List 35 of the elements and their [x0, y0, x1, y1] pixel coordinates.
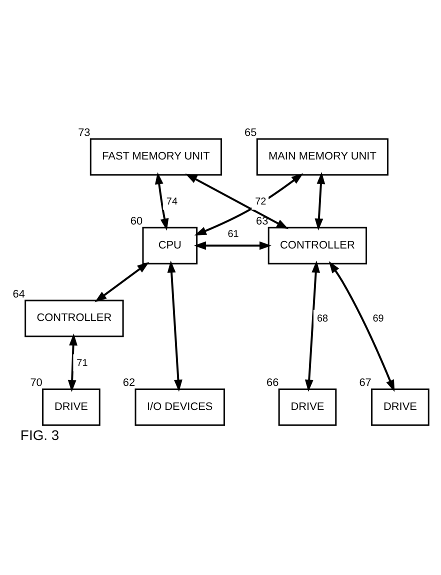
node-label: 73 — [78, 126, 90, 139]
arrow — [167, 260, 182, 392]
node-label: 63 — [256, 215, 268, 228]
node-label: 62 — [122, 377, 136, 389]
edge-label: 61 — [228, 229, 239, 240]
node-box: CONTROLLER — [24, 300, 124, 338]
edge-label: 69 — [372, 313, 384, 324]
caption: FIG. 3 — [20, 427, 60, 444]
node-label: 64 — [12, 288, 25, 300]
arrow — [328, 261, 395, 392]
arrow — [68, 334, 78, 392]
node-box: CONTROLLER — [268, 226, 368, 264]
edge-label: 74 — [166, 196, 178, 208]
arrow — [185, 174, 289, 230]
node-label: 70 — [30, 377, 42, 389]
node-box: I/O DEVICES — [134, 388, 225, 426]
arrow — [194, 241, 272, 250]
arrow — [194, 173, 304, 236]
edge-label: 71 — [76, 358, 88, 369]
node-box: MAIN MEMORY UNIT — [256, 138, 388, 176]
node-label: 65 — [244, 126, 257, 139]
arrow — [304, 260, 320, 392]
arrow — [154, 172, 169, 231]
node-box: FAST MEMORY UNIT — [90, 138, 222, 176]
arrow — [314, 172, 326, 231]
node-label: 66 — [266, 377, 279, 389]
node-label: 67 — [359, 377, 372, 389]
edge-label: 68 — [316, 313, 328, 324]
node-box: DRIVE — [278, 388, 337, 426]
node-box: DRIVE — [42, 388, 100, 426]
arrow — [94, 262, 150, 302]
node-label: 60 — [130, 215, 143, 228]
edge-label: 72 — [255, 196, 266, 208]
node-box: CPU — [142, 226, 198, 264]
node-box: DRIVE — [371, 388, 430, 426]
